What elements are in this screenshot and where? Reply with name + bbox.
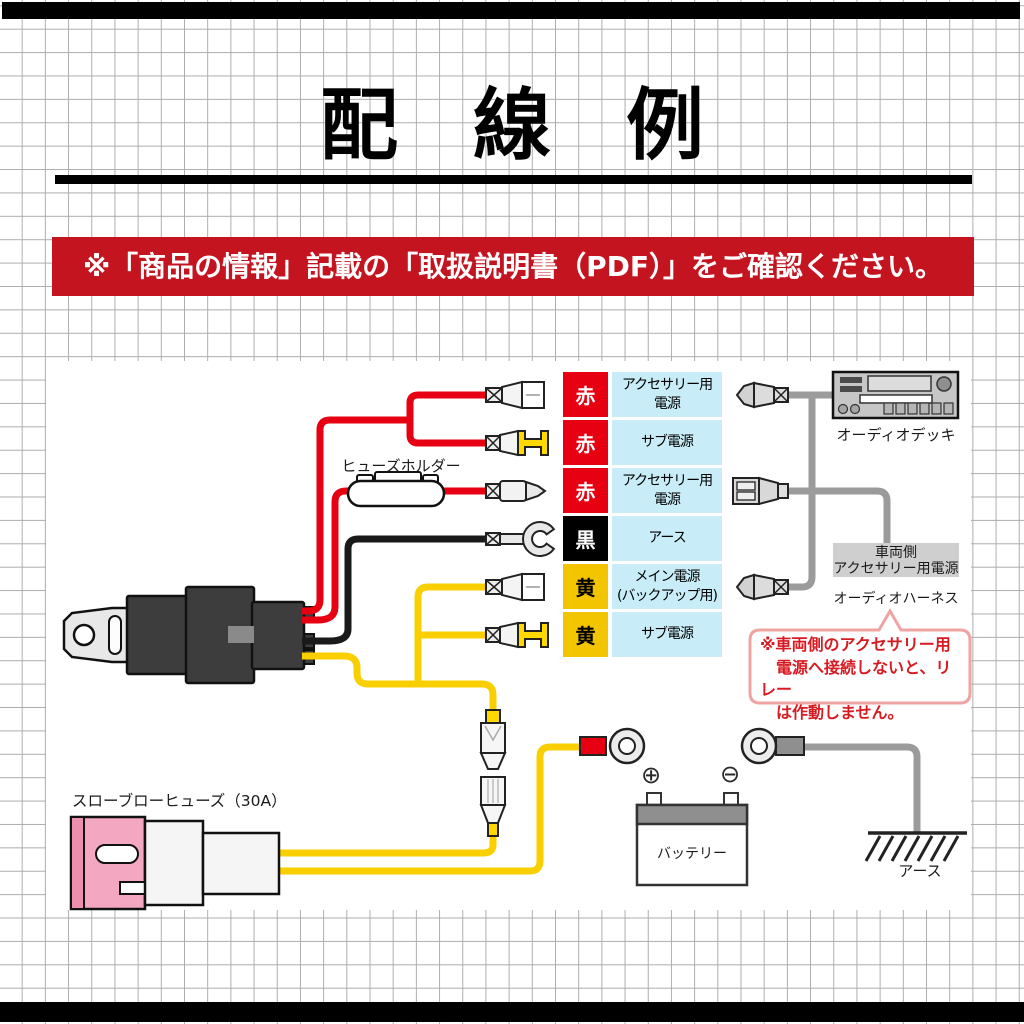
wire-color-cell: 黒	[563, 516, 608, 561]
wire-description-cell: アクセサリー用 電源	[612, 468, 722, 513]
wire-table-row: 黄サブ電源	[563, 612, 722, 657]
wire-description-cell: サブ電源	[612, 420, 722, 465]
gray-connector-icon	[736, 574, 789, 600]
wire-table-row: 黄メイン電源 (バックアップ用)	[563, 564, 722, 609]
spade-connector-icon	[485, 480, 546, 502]
slow-blow-fuse	[69, 815, 281, 911]
ground-symbol-icon	[864, 831, 967, 862]
bullet-connector-icon	[485, 430, 549, 456]
vehicle-side-connectors	[732, 382, 789, 600]
top-black-bar	[2, 2, 1020, 19]
relay-mount-hole	[72, 623, 96, 647]
wire-color-cell: 黄	[563, 564, 608, 609]
audio-deck-label: オーディオデッキ	[836, 426, 956, 444]
wire-color-cell: 赤	[563, 420, 608, 465]
fuse-holder-label: ヒューズホルダー	[341, 457, 461, 475]
ring-terminal-negative	[740, 727, 805, 765]
relay-note-text: ※車両側のアクセサリー用 電源へ接続しないと、リレー は作動しません。	[760, 635, 952, 722]
bottom-black-bar	[0, 1002, 1024, 1022]
spade-connector-icon	[485, 381, 545, 409]
notice-banner: ※「商品の情報」記載の「取扱説明書（PDF）」をご確認ください。	[52, 237, 974, 296]
wire-table-row: 赤アクセサリー用 電源	[563, 372, 722, 417]
ring-terminal-positive	[579, 727, 646, 765]
battery-label: バッテリー	[657, 846, 727, 862]
wire-table-row: 黒アース	[563, 516, 722, 561]
page-title: 配線例	[319, 81, 779, 171]
wire-color-cell: 赤	[563, 372, 608, 417]
relay-note-bubble	[748, 608, 972, 705]
black-wire	[302, 535, 488, 645]
red-wires	[302, 391, 488, 624]
wire-description-cell: サブ電源	[612, 612, 722, 657]
gray-socket-connector-icon	[732, 477, 789, 505]
harness-connectors-left	[485, 381, 555, 648]
ground-fork-terminal-icon	[485, 521, 555, 557]
bullet-connector-icon	[485, 622, 549, 648]
wire-table-row: 赤サブ電源	[563, 420, 722, 465]
audio-harness-label: オーディオハーネス	[833, 591, 959, 607]
battery-plus-icon: ⊕	[641, 761, 662, 789]
wire-table-row: 赤アクセサリー用 電源	[563, 468, 722, 513]
title-underline-bar	[55, 175, 972, 184]
slow-blow-fuse-label: スローブローヒューズ（30A）	[72, 792, 287, 810]
fuse-holder	[346, 471, 446, 508]
audio-deck	[831, 370, 960, 420]
spade-connector-icon	[485, 573, 545, 601]
ground-label: アース	[898, 862, 942, 880]
wires	[276, 391, 921, 875]
battery	[635, 792, 749, 887]
wire-description-cell: メイン電源 (バックアップ用)	[612, 564, 722, 609]
yellow-wires	[276, 583, 584, 875]
wire-description-cell: アクセサリー用 電源	[612, 372, 722, 417]
wire-color-cell: 赤	[563, 468, 608, 513]
gray-wires	[788, 391, 921, 833]
relay	[62, 585, 315, 685]
wire-table: 赤アクセサリー用 電源赤サブ電源赤アクセサリー用 電源黒アース黄メイン電源 (バ…	[563, 372, 722, 660]
battery-minus-icon: ⊖	[720, 760, 741, 788]
wire-color-cell: 黄	[563, 612, 608, 657]
wire-description-cell: アース	[612, 516, 722, 561]
gray-connector-icon	[736, 382, 789, 408]
inline-bullet-connectors	[479, 709, 507, 837]
vehicle-power-box: 車両側 アクセサリー用電源	[833, 543, 959, 577]
